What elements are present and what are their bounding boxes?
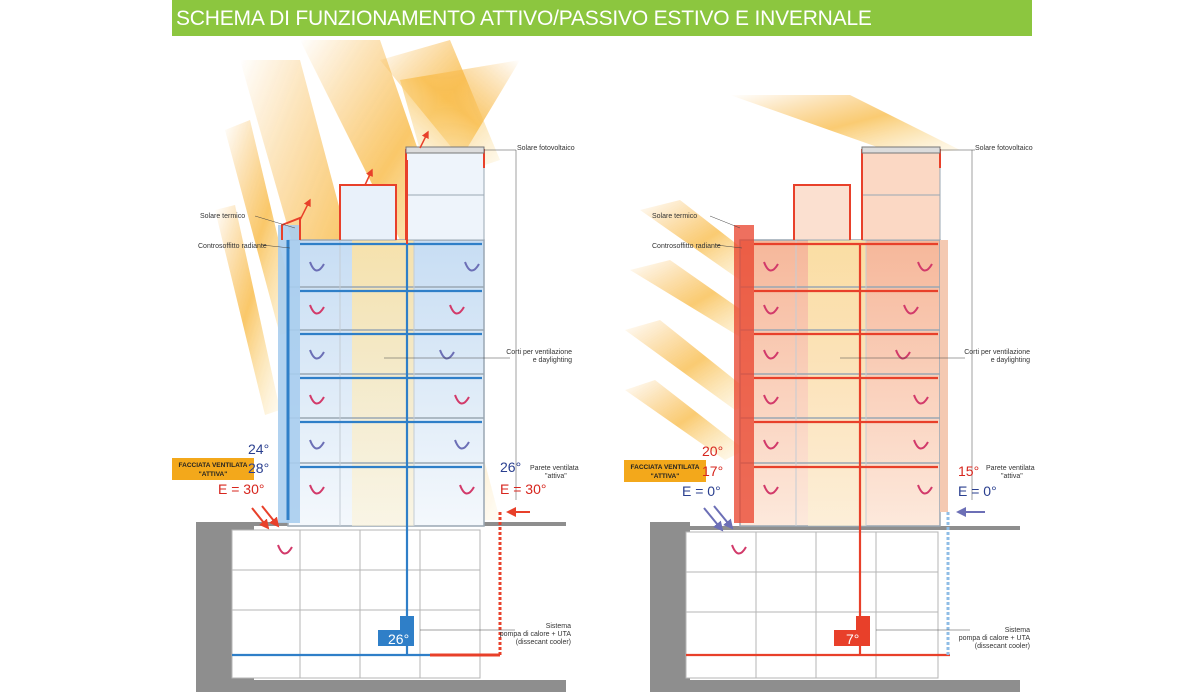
winter-label-system-3: (dissecant cooler): [975, 643, 1030, 650]
winter-label-system-1: Sistema: [1005, 627, 1030, 634]
winter-label-wall-1: Parete ventilata: [986, 465, 1035, 472]
winter-facade-badge: [624, 460, 706, 482]
winter-temp-ext-left: E = 0°: [682, 483, 721, 499]
winter-badge-line2: "ATTIVA": [651, 473, 680, 480]
winter-label-solar-pv: Solare fotovoltaico: [975, 145, 1033, 152]
summer-basement: [231, 529, 481, 679]
winter-temp-ext-right: E = 0°: [958, 483, 997, 499]
summer-temp-ext-left: E = 30°: [218, 481, 264, 497]
summer-label-courts-1: Corti per ventilazione: [506, 349, 572, 356]
summer-temp-t2: 28°: [248, 460, 269, 476]
summer-label-solar-thermal: Solare termico: [200, 213, 245, 220]
summer-badge-line2: "ATTIVA": [199, 471, 228, 478]
summer-temp-ext-right: E = 30°: [500, 481, 546, 497]
summer-label-courts-2: e daylighting: [533, 357, 572, 364]
winter-temp-t2: 17°: [702, 463, 723, 479]
winter-pipes: [686, 242, 950, 657]
winter-label-courts-1: Corti per ventilazione: [964, 349, 1030, 356]
summer-label-radiant-ceiling: Controsoffitto radiante: [198, 243, 267, 250]
summer-temp-wall: 26°: [500, 459, 521, 475]
summer-diagram: Solare fotovoltaico Solare termico Contr…: [172, 40, 579, 692]
winter-label-wall-2: "attiva": [1001, 473, 1023, 480]
winter-label-radiant-ceiling: Controsoffitto radiante: [652, 243, 721, 250]
summer-plant-box: [378, 630, 414, 646]
winter-temp-t1: 20°: [702, 443, 723, 459]
summer-label-wall-2: "attiva": [545, 473, 567, 480]
summer-temp-t1: 24°: [248, 441, 269, 457]
winter-temp-plant: 7°: [846, 631, 859, 647]
summer-temp-plant: 26°: [388, 631, 409, 647]
winter-diagram: Solare fotovoltaico Solare termico Contr…: [624, 95, 1035, 692]
summer-label-system-2: pompa di calore + UTA: [500, 631, 572, 638]
summer-pv-panel: [405, 146, 485, 154]
winter-badge-line1: FACCIATA VENTILATA: [631, 464, 700, 471]
page-title: SCHEMA DI FUNZIONAMENTO ATTIVO/PASSIVO E…: [176, 7, 872, 30]
winter-ventilated-facade: [734, 225, 754, 523]
winter-airflow-arcs: [731, 261, 933, 555]
title-bar: SCHEMA DI FUNZIONAMENTO ATTIVO/PASSIVO E…: [172, 0, 1032, 36]
summer-label-solar-pv: Solare fotovoltaico: [517, 145, 575, 152]
summer-facade-badge: [172, 458, 254, 480]
winter-pv-panel: [861, 146, 941, 154]
winter-label-system-2: pompa di calore + UTA: [959, 635, 1031, 642]
winter-ground: [650, 522, 690, 692]
winter-basement: [685, 531, 939, 679]
winter-temp-wall: 15°: [958, 463, 979, 479]
summer-label-system-3: (dissecant cooler): [516, 639, 571, 646]
summer-badge-line1: FACCIATA VENTILATA: [179, 462, 248, 469]
summer-airflow-arcs: [277, 261, 480, 555]
winter-label-solar-thermal: Solare termico: [652, 213, 697, 220]
summer-floors: [278, 146, 485, 527]
winter-plant-box: [834, 630, 870, 646]
summer-label-system-1: Sistema: [546, 623, 571, 630]
winter-label-courts-2: e daylighting: [991, 357, 1030, 364]
winter-floors: [734, 146, 948, 527]
summer-label-wall-1: Parete ventilata: [530, 465, 579, 472]
